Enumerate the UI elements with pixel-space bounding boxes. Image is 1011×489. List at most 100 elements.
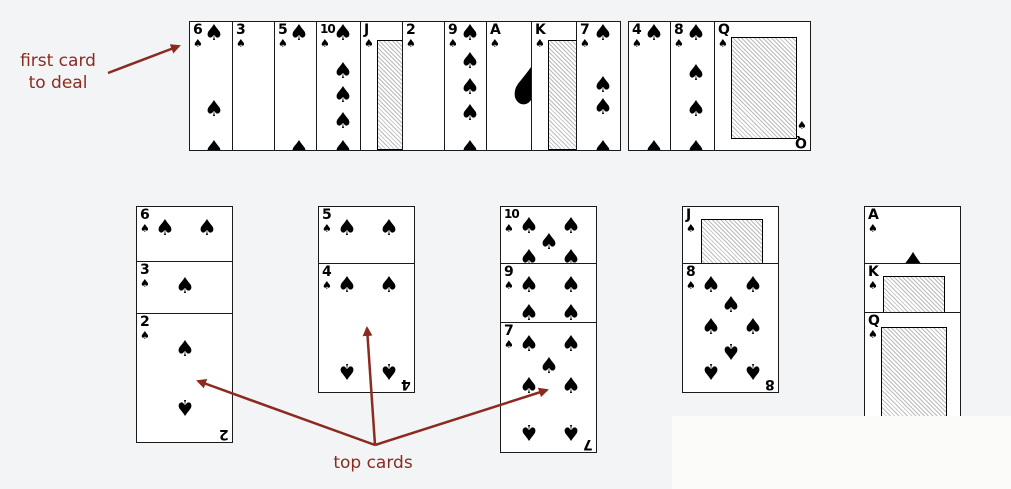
card-rank: 8 [686,264,696,280]
first-card-label-line2: to deal [28,73,88,93]
spade-icon: ♠ [379,273,399,298]
spade-icon: ♠ [644,21,664,46]
spade-icon: ♠ [504,338,514,351]
deck-card-7: 7 ♠ ♠ ♠ ♠ ♠ [576,21,621,151]
card-rank: 2 [140,314,150,330]
deck-card-9: 9 ♠ ♠ ♠ ♠ ♠ ♠ [444,21,489,151]
card-rank: Q [868,313,880,329]
spade-icon: ♠ [561,301,581,325]
spade-icon: ♠ [460,101,480,126]
card-rank: J [686,207,691,223]
deck-card-J: J ♠ [360,21,405,151]
spade-icon: ♠ [364,37,374,50]
spade-icon: ♠ [333,21,353,46]
spade-icon: ♠ [561,374,581,399]
spade-icon: ♠ [337,273,357,298]
spade-icon: ♠ [561,214,581,239]
deck-card-4: 4 ♠ ♠ ♠ [628,21,673,151]
spade-icon: ♠ [236,37,246,50]
deck-card-2: 2 ♠ [402,21,447,151]
card-rank: 2 [406,22,416,38]
card-rank: J [364,22,369,38]
card-rank: 3 [236,22,246,38]
card-rank: 6 [193,22,203,38]
spade-icon: ♠ [204,137,224,151]
pile5-card-A: A ♠ ♠ [864,206,961,266]
spade-icon: ♠ [490,37,500,50]
top-cards-label: top cards [333,453,413,473]
pile1-card-2-top: 2 ♠ ♠ ♠ 2 [136,313,233,443]
spade-icon: ♠ [333,59,353,84]
spade-icon: ♠ [593,21,613,46]
card-rank: 6 [140,207,150,223]
card-rank: 3 [140,262,150,278]
pile5-card-K: K ♠ [864,263,961,315]
deck-card-Q: Q ♠ ♠ Q [714,21,811,151]
top-cards-arrow-right [374,387,549,447]
spade-icon: ♠ [140,277,150,290]
spade-icon: ♠ [535,37,545,50]
spade-icon: ♠ [322,222,332,235]
king-portrait [883,276,945,314]
spade-icon: ♠ [561,273,581,298]
card-rank: 7 [504,323,514,339]
spade-icon: ♠ [593,137,613,151]
pile1-card-3: 3 ♠ ♠ [136,261,233,316]
spade-icon: ♠ [593,73,613,98]
spade-icon: ♠ [504,53,533,123]
spade-icon: ♠ [504,279,514,292]
pile2-card-5: 5 ♠ ♠ ♠ [318,206,415,266]
spade-icon: ♠ [539,230,559,255]
spade-icon: ♠ [686,61,706,86]
spade-icon: ♠ [882,244,945,265]
spade-icon: ♠ [175,274,195,299]
card-rank: 9 [448,22,458,38]
queen-portrait [881,327,947,429]
spade-icon: ♠ [289,137,309,151]
spade-icon: ♠ [278,37,288,50]
top-cards-arrow-left [196,379,376,447]
spade-icon: ♠ [674,37,684,50]
spade-icon: ♠ [197,216,217,241]
card-rank: K [535,22,546,38]
spade-icon: ♠ [322,279,332,292]
pile1-card-6: 6 ♠ ♠ ♠ [136,206,233,264]
card-rank: A [490,22,501,38]
spade-icon: ♠ [175,337,195,362]
spade-icon: ♠ [333,83,353,108]
spade-icon: ♠ [686,21,706,46]
first-card-label-line1: first card [20,51,96,71]
spade-icon: ♠ [406,37,416,50]
card-rank: 4 [322,264,332,280]
spade-icon: ♠ [289,21,309,46]
spade-icon: ♠ [868,279,878,292]
spade-icon: ♠ [379,216,399,241]
spade-icon: ♠ [686,97,706,122]
card-rank: K [868,264,879,280]
spade-icon: ♠ [519,246,539,266]
card-rank: 5 [322,207,332,223]
spade-icon: ♠ [868,222,878,235]
card-rank: 8 [674,22,684,38]
spade-icon: ♠ [701,315,721,340]
spade-icon: ♠ [333,137,353,151]
king-portrait [548,40,578,150]
spade-icon: ♠ [519,332,539,357]
card-rank: A [868,207,879,223]
spade-icon: ♠ [561,332,581,357]
spade-icon: ♠ [686,279,696,292]
spade-icon: ♠ [155,216,175,241]
spade-icon: ♠ [140,222,150,235]
spade-icon: ♠ [593,95,613,120]
jack-portrait [701,219,763,265]
pile4-card-J: J ♠ [682,206,779,266]
deck-card-10: 10 ♠ ♠ ♠ ♠ ♠ ♠ [316,21,363,151]
spade-icon: ♠ [797,119,807,132]
pile3-card-7-top: 7 ♠ ♠ ♠ ♠ ♠ ♠ ♠ ♠ 7 [500,322,597,453]
card-rank: 7 [580,22,590,38]
spade-icon: ♠ [718,37,728,50]
deck-card-A: A ♠ ♠ [486,21,534,151]
spade-icon: ♠ [193,37,203,50]
pile3-card-10: 10 ♠ ♠ ♠ ♠ ♠ ♠ [500,206,597,266]
